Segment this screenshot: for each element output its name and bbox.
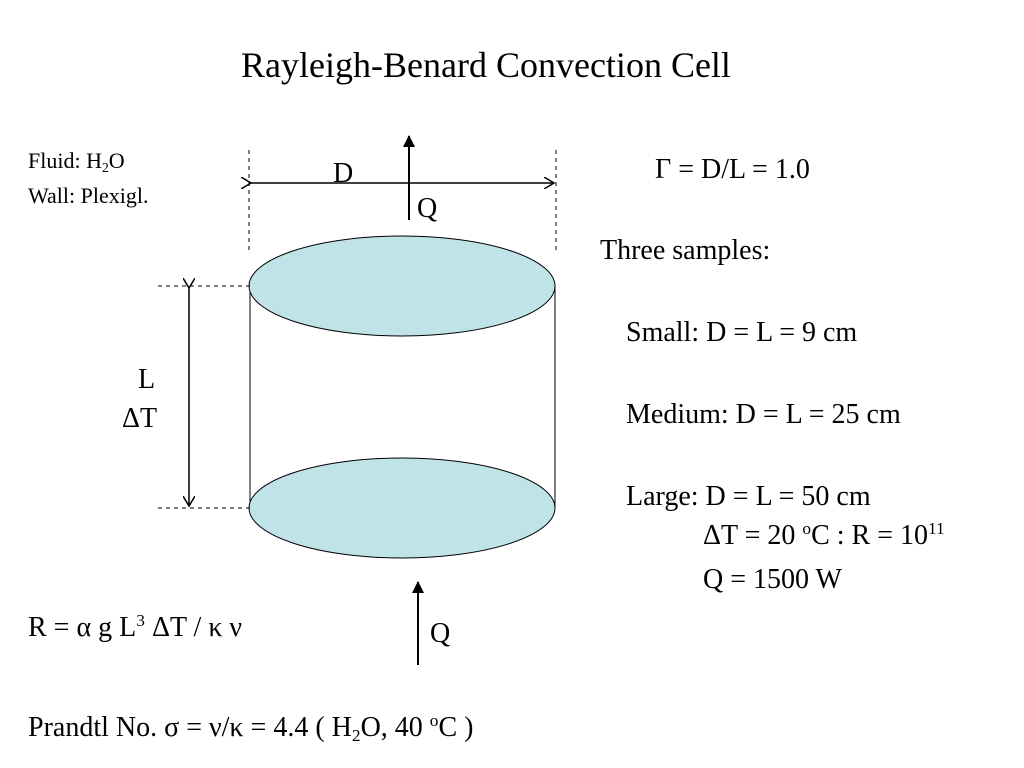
prandtl-number: Prandtl No. σ = ν/κ = 4.4 ( H2O, 40 oC ) [28, 711, 474, 746]
sample-large: Large: D = L = 50 cm [626, 481, 871, 512]
diameter-label: D [333, 158, 354, 189]
bottom-plate [248, 457, 556, 559]
fluid-label: Fluid: H2O [28, 148, 125, 176]
delta-t-label: ΔT [122, 403, 158, 434]
large-delta-t: ΔT = 20 oC : R = 1011 [703, 519, 945, 551]
wall-label: Wall: Plexigl. [28, 183, 149, 208]
heat-in-label: Q [430, 618, 451, 649]
large-power: Q = 1500 W [703, 564, 842, 595]
samples-heading: Three samples: [600, 235, 771, 266]
sample-medium: Medium: D = L = 25 cm [626, 399, 901, 430]
top-plate [248, 235, 556, 337]
aspect-ratio: Γ = D/L = 1.0 [655, 154, 810, 185]
rayleigh-formula: R = α g L3 ΔT / κ ν [28, 611, 243, 643]
heat-out-label: Q [417, 193, 438, 224]
height-label: L [138, 364, 156, 395]
slide-title: Rayleigh-Benard Convection Cell [241, 45, 731, 85]
sample-small: Small: D = L = 9 cm [626, 317, 858, 348]
